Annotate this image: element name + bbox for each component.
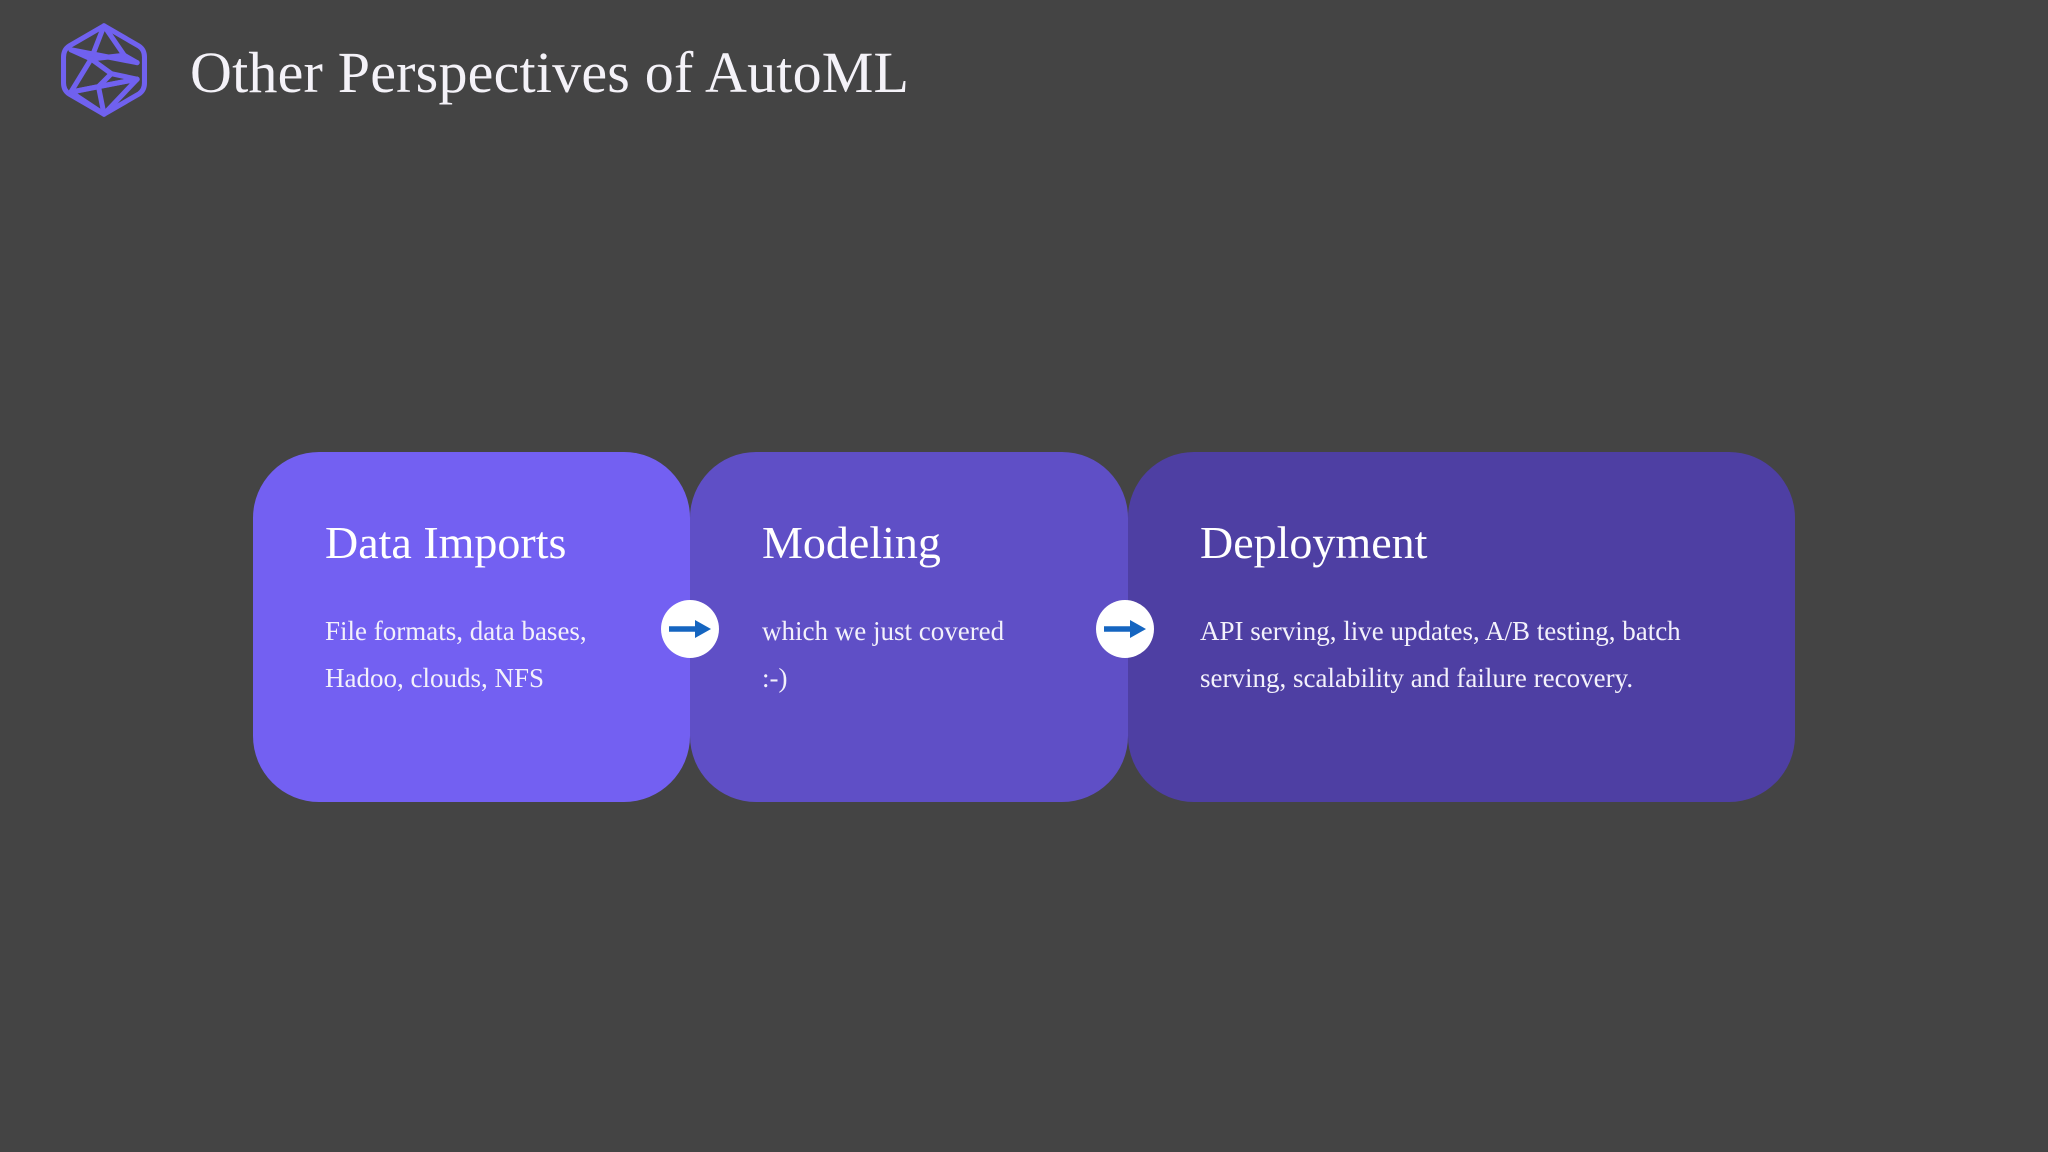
- slide-header: Other Perspectives of AutoML: [0, 0, 2048, 140]
- flow-card-title: Data Imports: [325, 517, 567, 568]
- flow-connector-1: [661, 600, 719, 658]
- flow-card-data-imports[interactable]: Data Imports File formats, data bases, H…: [253, 452, 690, 802]
- flow-card-title: Deployment: [1200, 517, 1428, 568]
- arrow-right-icon: [669, 620, 711, 638]
- arrow-right-icon: [1104, 620, 1146, 638]
- flow-connector-2: [1096, 600, 1154, 658]
- flow-card-title: Modeling: [762, 517, 941, 568]
- flow-card-modeling[interactable]: Modeling which we just covered :-): [690, 452, 1128, 802]
- flow-card-body: API serving, live updates, A/B testing, …: [1200, 616, 1681, 693]
- page-title: Other Perspectives of AutoML: [190, 40, 910, 105]
- flow-card-deployment[interactable]: Deployment API serving, live updates, A/…: [1128, 452, 1795, 802]
- flow-card-body: which we just covered :-): [762, 616, 1005, 693]
- polyhedron-logo-icon: [60, 23, 148, 117]
- flow-card-body: File formats, data bases, Hadoo, clouds,…: [325, 616, 587, 693]
